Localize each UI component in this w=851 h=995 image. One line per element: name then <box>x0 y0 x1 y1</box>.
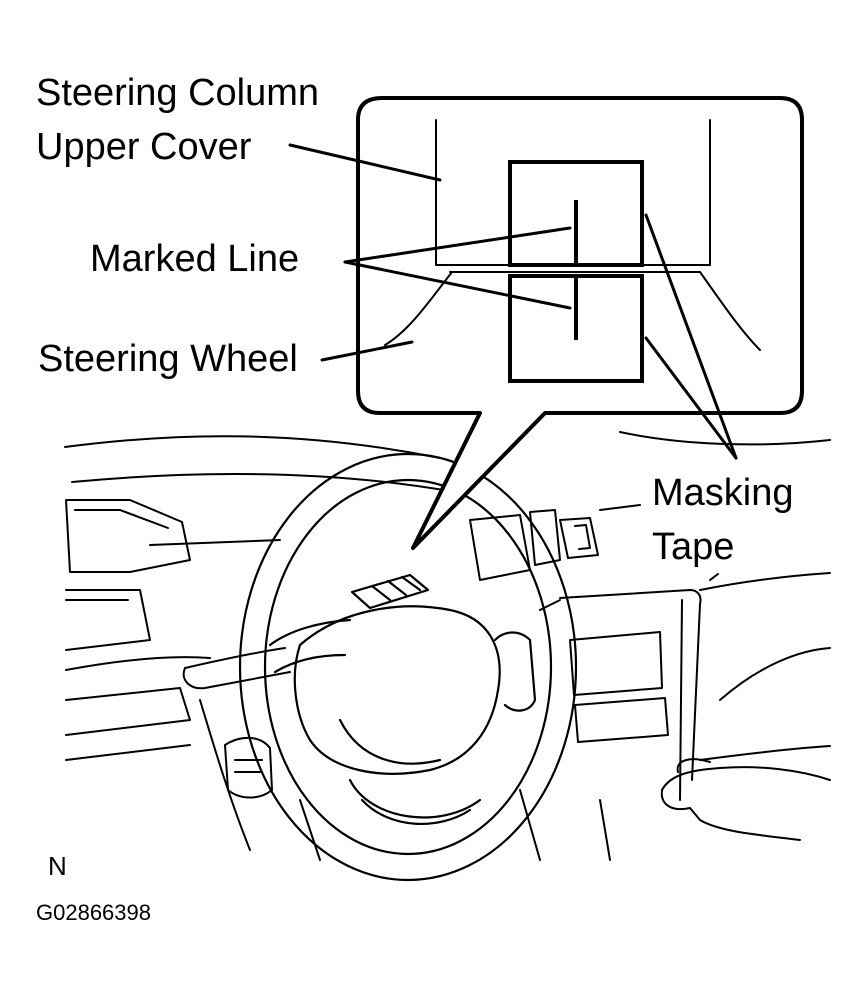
column-cover-label-line2: Upper Cover <box>36 126 252 168</box>
orientation-mark: N <box>48 851 67 881</box>
callout-bubble <box>356 96 804 550</box>
marked-line-label: Marked Line <box>90 238 300 280</box>
figure-code: G02866398 <box>36 900 151 925</box>
column-cover-label-line1: Steering Column <box>36 72 320 114</box>
steering-wheel-drawing <box>238 452 578 882</box>
masking-tape-label-line2: Tape <box>652 526 735 568</box>
masking-tape-label-line1: Masking <box>652 472 794 514</box>
leader-lines <box>288 143 738 460</box>
steering-wheel-label: Steering Wheel <box>38 338 298 380</box>
